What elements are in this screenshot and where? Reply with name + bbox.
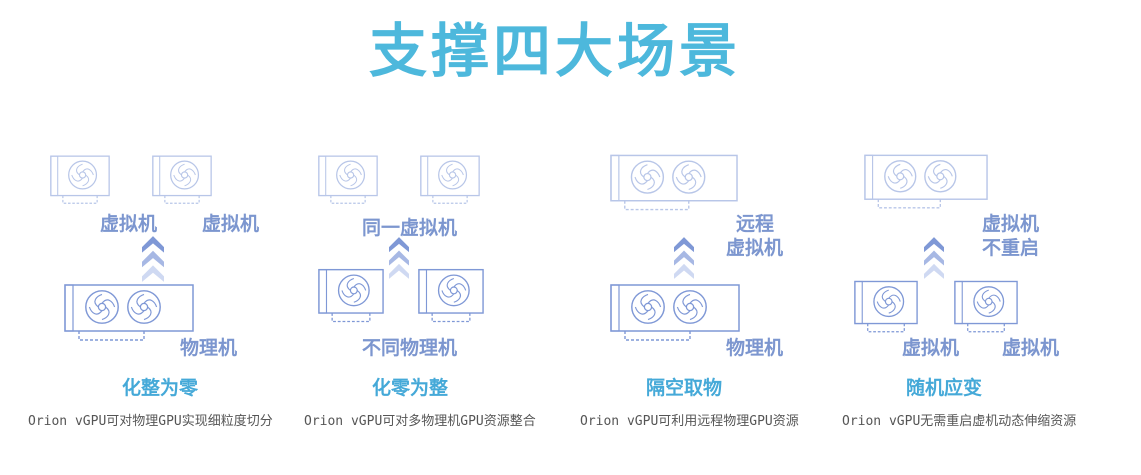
- page-title: 支撑四大场景: [368, 17, 741, 85]
- physical-gpu-icon: [854, 280, 918, 336]
- virtual-gpu-icon: [318, 154, 378, 208]
- physical-gpu-icon: [64, 284, 194, 344]
- label-vm-right: 虚拟机: [1002, 337, 1060, 359]
- scenario-2-illustration: [300, 140, 580, 365]
- scenario-title: 随机应变: [905, 377, 982, 399]
- virtual-gpu-icon: [50, 154, 110, 208]
- scenario-3-illustration: [580, 140, 860, 365]
- scenario-description: Orion vGPU可对物理GPU实现细粒度切分: [28, 414, 273, 429]
- physical-gpu-icon: [954, 280, 1018, 336]
- label-different-physical-machines: 不同物理机: [362, 337, 458, 359]
- label-vm: 虚拟机: [982, 213, 1040, 235]
- arrow-up-icon: [389, 236, 409, 280]
- scenario-description: Orion vGPU无需重启虚机动态伸缩资源: [842, 414, 1077, 429]
- label-vm-right: 虚拟机: [202, 213, 260, 235]
- physical-gpu-icon: [318, 268, 384, 326]
- scenario-4-illustration: [840, 140, 1120, 365]
- label-no-restart: 不重启: [982, 237, 1040, 259]
- scenario-description: Orion vGPU可对多物理机GPU资源整合: [304, 414, 536, 429]
- label-physical-machine: 物理机: [180, 337, 238, 359]
- label-physical-machine: 物理机: [726, 337, 784, 359]
- physical-gpu-icon: [610, 284, 740, 344]
- label-vm: 虚拟机: [726, 237, 784, 259]
- scenario-title: 化零为整: [371, 377, 448, 399]
- label-vm-left: 虚拟机: [902, 337, 960, 359]
- scenario-title: 隔空取物: [645, 377, 722, 399]
- virtual-gpu-icon: [864, 154, 988, 212]
- virtual-gpu-icon: [152, 154, 212, 208]
- arrow-up-icon: [674, 236, 694, 280]
- physical-gpu-icon: [418, 268, 484, 326]
- label-same-vm: 同一虚拟机: [362, 217, 458, 239]
- scenario-card-1: 虚拟机 虚拟机 物理机 化整为零 Orion vGPU可对物理GPU实现细粒度切…: [28, 140, 310, 470]
- scenario-card-4: 虚拟机 不重启 虚拟机 虚拟机 随机应变 Orion vGPU无需重启虚机动态伸…: [840, 140, 1120, 470]
- arrow-up-icon: [924, 236, 944, 280]
- scenario-card-3: 远程 虚拟机 物理机 隔空取物 Orion vGPU可利用远程物理GPU资源: [580, 140, 860, 470]
- label-vm-left: 虚拟机: [100, 213, 158, 235]
- scenario-description: Orion vGPU可利用远程物理GPU资源: [580, 414, 799, 429]
- virtual-gpu-icon: [420, 154, 480, 208]
- label-remote: 远程: [736, 213, 775, 235]
- remote-gpu-icon: [610, 154, 738, 214]
- scenario-title: 化整为零: [121, 377, 198, 399]
- scenario-1-illustration: [30, 140, 310, 365]
- arrow-up-icon: [142, 236, 164, 282]
- scenario-card-2: 同一虚拟机 不同物理机 化零为整 Orion vGPU可对多物理机GPU资源整合: [300, 140, 580, 470]
